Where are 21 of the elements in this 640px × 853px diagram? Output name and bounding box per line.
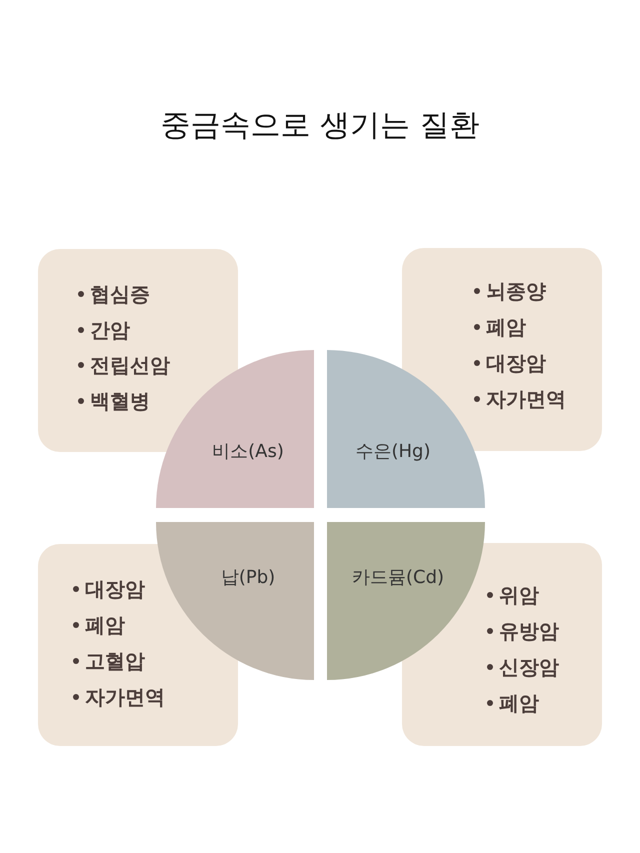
list-item: 유방암 [499, 619, 559, 643]
list-item: 대장암 [85, 577, 145, 601]
slice-label: 카드뮴(Cd) [352, 567, 444, 589]
list-item: 뇌종양 [486, 279, 546, 303]
list-item: 폐암 [499, 691, 539, 715]
list-item: 백혈병 [90, 388, 150, 412]
list-item: 대장암 [486, 351, 546, 375]
title: 중금속으로 생기는 질환 [160, 107, 480, 145]
slice-label: 비소(As) [212, 441, 284, 463]
list-item: 신장암 [499, 655, 559, 679]
list-item: 위암 [499, 583, 539, 607]
list-item: 자가면역 [85, 685, 165, 709]
list-item: 폐암 [486, 315, 526, 339]
slice-label: 납(Pb) [220, 567, 276, 589]
list-item: 자가면역 [486, 387, 566, 411]
list-item: 폐암 [85, 613, 125, 637]
slice-label: 수은(Hg) [356, 441, 430, 463]
list-item: 협심증 [90, 282, 150, 306]
list-item: 고혈압 [85, 649, 145, 673]
list-item: 전립선암 [90, 353, 170, 377]
list-item: 간암 [90, 318, 130, 342]
